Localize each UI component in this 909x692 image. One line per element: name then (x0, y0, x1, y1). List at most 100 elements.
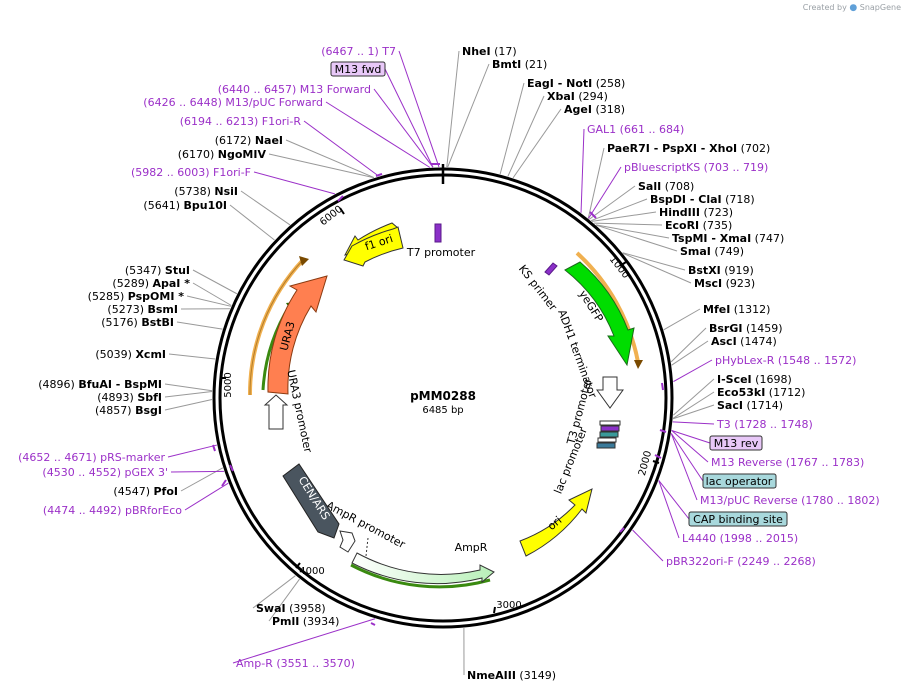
primer-label[interactable]: pBR322ori-F (2249 .. 2268) (666, 555, 816, 568)
enzyme-leader-line (589, 185, 636, 220)
enzyme-label[interactable]: TspMI - XmaI (747) (672, 232, 784, 245)
enzyme-leader-line (285, 139, 375, 179)
ura3-promoter-arrow[interactable] (263, 394, 289, 430)
primer-label[interactable]: Amp-R (3551 .. 3570) (236, 657, 355, 670)
enzyme-label[interactable]: PaeR7I - PspXI - XhoI (702) (607, 142, 770, 155)
t7-promoter-label: T7 promoter (406, 246, 476, 259)
enzyme-leader-line (268, 578, 300, 622)
enzyme-label[interactable]: BstXI (919) (688, 264, 754, 277)
enzyme-label[interactable]: (4857) BsgI (95, 404, 162, 417)
enzyme-labels: NheI (17)BmtI (21) EagI - NotI (258)XbaI … (38, 45, 805, 682)
enzyme-label[interactable]: SalI (708) (638, 180, 694, 193)
enzyme-label[interactable]: (4893) SbfI (97, 391, 162, 404)
primer-label[interactable]: (4530 .. 4552) pGEX 3' (42, 466, 168, 479)
enzyme-leader-line (192, 282, 232, 306)
enzyme-label[interactable]: SwaI (3958) (256, 602, 326, 615)
enzyme-label[interactable]: (5347) StuI (125, 264, 190, 277)
enzyme-label[interactable]: (5039) XcmI (95, 348, 166, 361)
enzyme-label[interactable]: XbaI (294) (547, 90, 608, 103)
primer-label[interactable]: T3 (1728 .. 1748) (716, 418, 813, 431)
ks-primer-marker[interactable] (544, 262, 558, 276)
enzyme-leader-line (590, 198, 648, 222)
primer-leader-line (167, 444, 217, 458)
enzyme-leader-line (192, 269, 238, 295)
enzyme-label[interactable]: BmtI (21) (492, 58, 547, 71)
adh1-terminator-arrow[interactable] (596, 376, 624, 409)
enzyme-label[interactable]: AgeI (318) (564, 103, 625, 116)
enzyme-label[interactable]: (4896) BfuAI - BspMI (38, 378, 162, 391)
enzyme-leader-line (164, 383, 213, 392)
primer-label[interactable]: (6467 .. 1) T7 (321, 45, 396, 58)
primer-label[interactable]: GAL1 (661 .. 684) (587, 123, 684, 136)
enzyme-leader-line (168, 353, 216, 360)
enzyme-leader-line (499, 82, 525, 175)
primer-leader-line (670, 433, 698, 501)
enzyme-leader-line (268, 153, 374, 179)
enzyme-label[interactable]: PmlI (3934) (272, 615, 339, 628)
primer-leader-line (671, 430, 709, 463)
m13-fwd-box[interactable]: M13 fwd (330, 61, 386, 77)
ampr-arrow[interactable] (351, 552, 495, 585)
ampr-promoter-arrow[interactable] (339, 530, 356, 553)
enzyme-label[interactable]: (5285) PspOMI * (88, 290, 185, 303)
ura3-promoter-label: URA3 promoter (284, 369, 314, 455)
enzyme-label[interactable]: Eco53kI (1712) (717, 386, 805, 399)
enzyme-label[interactable]: I-SceI (1698) (717, 373, 792, 386)
credit-text: Created by (802, 3, 847, 12)
cap-binding-site-box[interactable]: CAP binding site (688, 511, 788, 527)
enzyme-leader-line (447, 63, 490, 168)
t7-promoter-marker[interactable] (434, 223, 442, 243)
enzyme-label[interactable]: EagI - NotI (258) (527, 77, 625, 90)
enzyme-leader-line (622, 252, 692, 284)
primer-label[interactable]: (6194 .. 6213) F1ori-R (180, 115, 302, 128)
primer-leader-line (580, 128, 585, 213)
primer-label[interactable]: (4474 .. 4492) pBRforEco (43, 504, 182, 517)
primer-label[interactable]: M13 Reverse (1767 .. 1783) (711, 456, 864, 469)
enzyme-label[interactable]: (6170) NgoMIV (178, 148, 267, 161)
primer-label[interactable]: L4440 (1998 .. 2015) (682, 532, 798, 545)
tick-label: 3000 (496, 600, 521, 611)
box-leader-line (671, 430, 711, 444)
primer-label[interactable]: M13/pUC Reverse (1780 .. 1802) (700, 494, 880, 507)
cen-ars-arrow[interactable] (282, 463, 340, 539)
enzyme-label[interactable]: (5641) Bpu10I (143, 199, 227, 212)
enzyme-label[interactable]: (5738) NsiI (174, 185, 238, 198)
enzyme-label[interactable]: HindIII (723) (659, 206, 733, 219)
enzyme-label[interactable]: BsrGI (1459) (709, 322, 783, 335)
enzyme-label[interactable]: EcoRI (735) (665, 219, 732, 232)
enzyme-label[interactable]: (4547) PfoI (113, 485, 178, 498)
enzyme-leader-line (164, 399, 213, 411)
primer-label[interactable]: pHybLex-R (1548 .. 1572) (715, 354, 856, 367)
primer-label[interactable]: pBluescriptKS (703 .. 719) (624, 161, 768, 174)
enzyme-label[interactable]: (5176) BstBI (101, 316, 174, 329)
enzyme-label[interactable]: NheI (17) (462, 45, 517, 58)
enzyme-label[interactable]: SacI (1714) (717, 399, 783, 412)
m13-rev-box[interactable]: M13 rev (709, 435, 763, 451)
enzyme-leader-line (663, 308, 701, 331)
enzyme-label[interactable]: (6172) NaeI (215, 134, 283, 147)
primer-label[interactable]: (6426 .. 6448) M13/pUC Forward (143, 96, 323, 109)
lac-operator-box[interactable]: lac operator (702, 473, 777, 489)
primer-leader-line (673, 359, 713, 383)
primer-leader-line (325, 101, 431, 168)
enzyme-label[interactable]: MscI (923) (694, 277, 755, 290)
yegfp-arrow[interactable] (564, 261, 635, 367)
enzyme-label[interactable]: (5289) ApaI * (112, 277, 190, 290)
primer-leader-line (588, 166, 622, 219)
ura3-arrow[interactable] (267, 275, 328, 395)
plasmid-length: 6485 bp (422, 405, 463, 416)
enzyme-label[interactable]: MfeI (1312) (703, 303, 770, 316)
enzyme-leader-line (670, 327, 707, 363)
primer-label[interactable]: (4652 .. 4671) pRS-marker (18, 451, 165, 464)
plasmid-name: pMM0288 (410, 389, 476, 403)
ori-arrow[interactable] (519, 488, 593, 557)
enzyme-label[interactable]: BspDI - ClaI (718) (650, 193, 755, 206)
enzyme-label[interactable]: (5273) BsmI (107, 303, 178, 316)
enzyme-label[interactable]: AscI (1474) (711, 335, 777, 348)
enzyme-label[interactable]: NmeAIII (3149) (467, 669, 556, 682)
primer-label[interactable]: (6440 .. 6457) M13 Forward (218, 83, 371, 96)
enzyme-label[interactable]: SmaI (749) (680, 245, 744, 258)
enzyme-leader-line (672, 404, 715, 420)
primer-label[interactable]: (5982 .. 6003) F1ori-F (131, 166, 251, 179)
